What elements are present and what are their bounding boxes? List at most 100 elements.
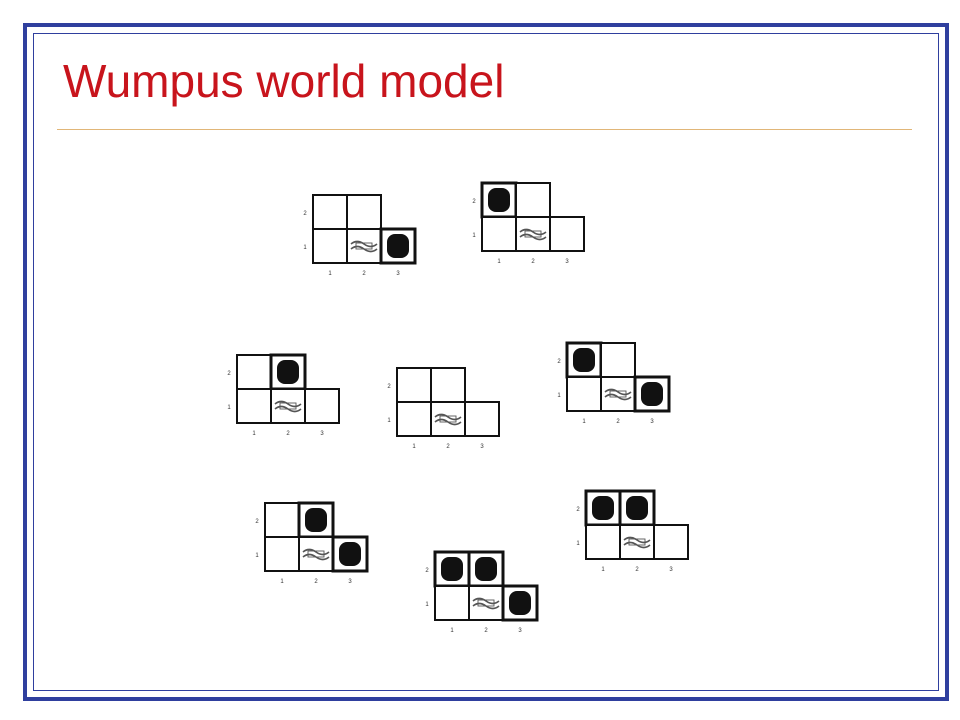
wumpus-model-6: 1 2 1 2 3 xyxy=(255,501,369,585)
column-label: 1 xyxy=(497,259,501,265)
breeze-icon xyxy=(302,548,330,561)
grid-cell xyxy=(515,182,551,218)
column-label: 1 xyxy=(328,271,332,277)
column-label: 3 xyxy=(320,431,324,437)
grid-cell xyxy=(481,216,517,252)
wumpus-model-5: 1 2 1 2 3 xyxy=(557,341,671,425)
row-label: 1 xyxy=(576,541,580,547)
grid-cell xyxy=(600,376,636,412)
breeze-icon xyxy=(623,536,651,549)
column-label: 2 xyxy=(531,259,535,265)
pit-icon xyxy=(339,542,361,566)
breeze-label-box xyxy=(524,230,542,238)
grid-cell xyxy=(600,342,636,378)
breeze-wave-top xyxy=(302,548,330,556)
breeze-icon xyxy=(434,413,462,426)
grid-cell xyxy=(549,216,585,252)
row-label: 1 xyxy=(227,405,231,411)
grid-cell xyxy=(464,401,500,437)
grid-cell xyxy=(264,536,300,572)
row-label: 2 xyxy=(255,519,259,525)
column-label: 2 xyxy=(616,419,620,425)
grid-cell xyxy=(515,216,551,252)
column-label: 2 xyxy=(314,579,318,585)
column-label: 3 xyxy=(348,579,352,585)
row-label: 1 xyxy=(557,393,561,399)
breeze-icon xyxy=(350,240,378,253)
column-label: 3 xyxy=(396,271,400,277)
grid-cell xyxy=(236,354,272,390)
breeze-label-box xyxy=(307,550,325,558)
breeze-wave-top xyxy=(472,597,500,605)
wumpus-model-1: 1 2 1 2 3 xyxy=(303,194,417,277)
grid-cell xyxy=(619,524,655,560)
title-divider xyxy=(57,129,912,130)
row-label: 2 xyxy=(227,371,231,377)
column-label: 1 xyxy=(280,579,284,585)
row-label: 1 xyxy=(303,245,307,251)
row-label: 2 xyxy=(303,211,307,217)
column-label: 1 xyxy=(412,444,416,450)
column-label: 1 xyxy=(582,419,586,425)
grid-cell xyxy=(312,194,348,230)
row-label: 1 xyxy=(255,553,259,559)
grid-cell xyxy=(236,388,272,424)
grid-cell xyxy=(312,228,348,264)
slide-inner-frame xyxy=(33,33,939,691)
column-label: 3 xyxy=(480,444,484,450)
pit-icon xyxy=(305,508,327,532)
wumpus-model-3: 1 2 1 2 3 xyxy=(227,353,340,437)
column-label: 3 xyxy=(669,567,673,573)
pit-icon xyxy=(488,188,510,212)
grid-cell xyxy=(298,536,334,572)
grid-cell xyxy=(270,388,306,424)
pit-icon xyxy=(592,496,614,520)
breeze-wave-top xyxy=(604,388,632,396)
breeze-icon xyxy=(274,400,302,413)
pit-icon xyxy=(626,496,648,520)
column-label: 2 xyxy=(362,271,366,277)
wumpus-model-7: 1 2 1 2 3 xyxy=(425,550,539,634)
breeze-label-box xyxy=(477,599,495,607)
grid-cell xyxy=(396,367,432,403)
grid-cell xyxy=(434,585,470,621)
column-label: 1 xyxy=(252,431,256,437)
column-label: 2 xyxy=(635,567,639,573)
column-label: 3 xyxy=(650,419,654,425)
grid-cell xyxy=(346,194,382,230)
row-label: 2 xyxy=(387,384,391,390)
column-label: 2 xyxy=(286,431,290,437)
column-label: 1 xyxy=(601,567,605,573)
breeze-wave-top xyxy=(519,228,547,236)
column-label: 2 xyxy=(484,628,488,634)
column-label: 3 xyxy=(565,259,569,265)
breeze-wave-top xyxy=(350,240,378,248)
pit-icon xyxy=(277,360,299,384)
row-label: 2 xyxy=(576,507,580,513)
grid-cell xyxy=(430,367,466,403)
grid-cell xyxy=(585,524,621,560)
pit-icon xyxy=(475,557,497,581)
breeze-wave-top xyxy=(434,413,462,421)
row-label: 2 xyxy=(472,199,476,205)
row-label: 2 xyxy=(425,568,429,574)
grid-cell xyxy=(653,524,689,560)
wumpus-model-8: 1 2 1 2 3 xyxy=(576,489,689,573)
grid-cell xyxy=(566,376,602,412)
pit-icon xyxy=(509,591,531,615)
row-label: 1 xyxy=(425,602,429,608)
pit-icon xyxy=(573,348,595,372)
row-label: 2 xyxy=(557,359,561,365)
pit-icon xyxy=(441,557,463,581)
breeze-label-box xyxy=(439,415,457,423)
breeze-wave-top xyxy=(623,536,651,544)
grid-cell xyxy=(346,228,382,264)
breeze-label-box xyxy=(609,390,627,398)
grid-cell xyxy=(264,502,300,538)
column-label: 3 xyxy=(518,628,522,634)
column-label: 1 xyxy=(450,628,454,634)
